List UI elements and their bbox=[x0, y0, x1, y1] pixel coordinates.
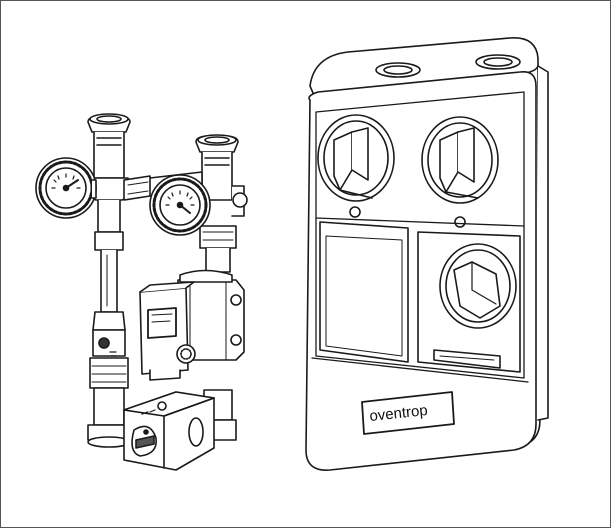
mixing-valve-actuator-icon bbox=[123, 391, 215, 471]
pressure-gauge-icon bbox=[35, 157, 97, 219]
brand-plate: oventrop bbox=[361, 391, 455, 435]
pressure-gauge-icon bbox=[149, 174, 211, 236]
brand-label: oventrop bbox=[369, 402, 429, 425]
left-pipe bbox=[87, 113, 131, 448]
pipe-opening bbox=[317, 114, 395, 202]
circulation-pump-icon bbox=[139, 269, 245, 381]
pipe-opening bbox=[421, 116, 499, 204]
insulation-box-icon: oventrop bbox=[305, 37, 549, 471]
pump-station-assembly bbox=[35, 113, 248, 471]
